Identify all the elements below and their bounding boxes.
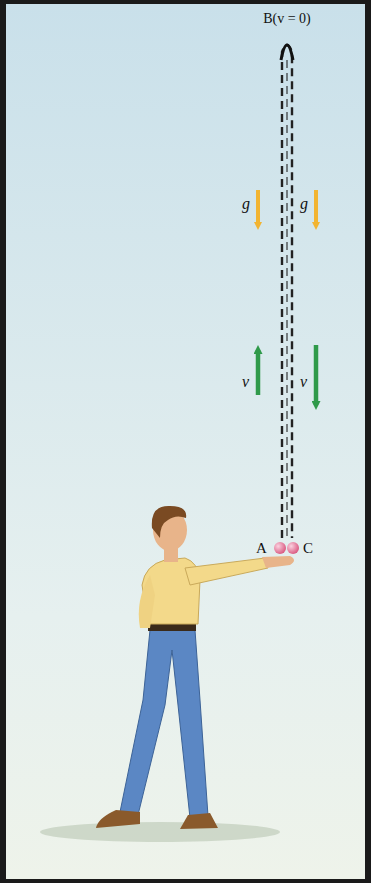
acceleration-label: g (242, 196, 250, 212)
point-label: A (256, 541, 267, 556)
velocity-label: v (242, 374, 249, 390)
acceleration-label: g (300, 196, 308, 212)
point-label: B(v = 0) (263, 12, 311, 26)
velocity-label: v (300, 374, 307, 390)
point-label: C (303, 541, 313, 556)
